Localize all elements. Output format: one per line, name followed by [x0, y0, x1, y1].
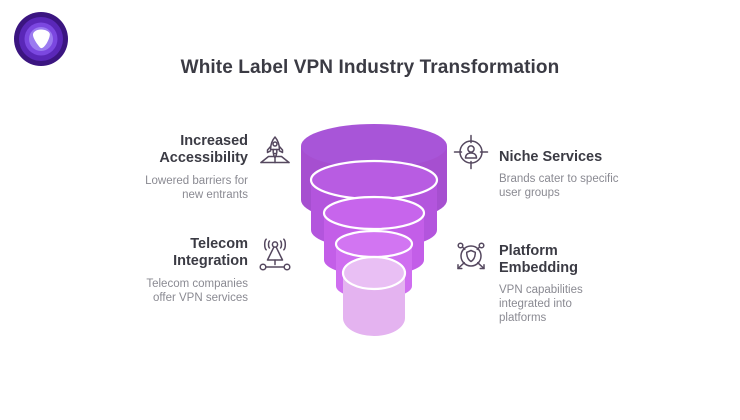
shield-network-icon — [452, 238, 490, 276]
funnel-layer-5 — [341, 255, 407, 336]
brand-logo — [12, 10, 70, 68]
feature-heading: Increased Accessibility — [159, 133, 248, 166]
feature-description: Brands cater to specific user groups — [499, 173, 619, 199]
feature-description: Lowered barriers for new entrants — [145, 175, 248, 201]
feature-text-block: Niche Services Brands cater to specific … — [490, 133, 638, 200]
page-title: White Label VPN Industry Transformation — [180, 57, 560, 78]
feature-description: Telecom companies offer VPN services — [146, 278, 248, 304]
feature-item-telecom-integration[interactable]: Telecom Integration Telecom companies of… — [118, 236, 294, 305]
industry-transformation-funnel — [291, 118, 457, 344]
feature-item-niche-services[interactable]: Niche Services Brands cater to specific … — [452, 133, 638, 200]
vpn-shield-logo-icon — [14, 12, 68, 66]
target-user-icon — [452, 133, 490, 171]
feature-item-increased-accessibility[interactable]: Increased Accessibility Lowered barriers… — [118, 133, 294, 202]
feature-heading: Telecom Integration — [173, 236, 248, 269]
feature-text-block: Increased Accessibility Lowered barriers… — [118, 133, 256, 202]
feature-heading: Platform Embedding — [499, 243, 578, 276]
feature-heading: Niche Services — [499, 149, 603, 165]
feature-item-platform-embedding[interactable]: Platform Embedding VPN capabilities inte… — [452, 238, 638, 325]
broadcast-tower-icon — [256, 236, 294, 274]
feature-text-block: Platform Embedding VPN capabilities inte… — [490, 238, 638, 325]
feature-text-block: Telecom Integration Telecom companies of… — [118, 236, 256, 305]
funnel-graphic — [301, 124, 447, 336]
rocket-launch-icon — [256, 133, 294, 171]
feature-description: VPN capabilities integrated into platfor… — [499, 284, 583, 324]
